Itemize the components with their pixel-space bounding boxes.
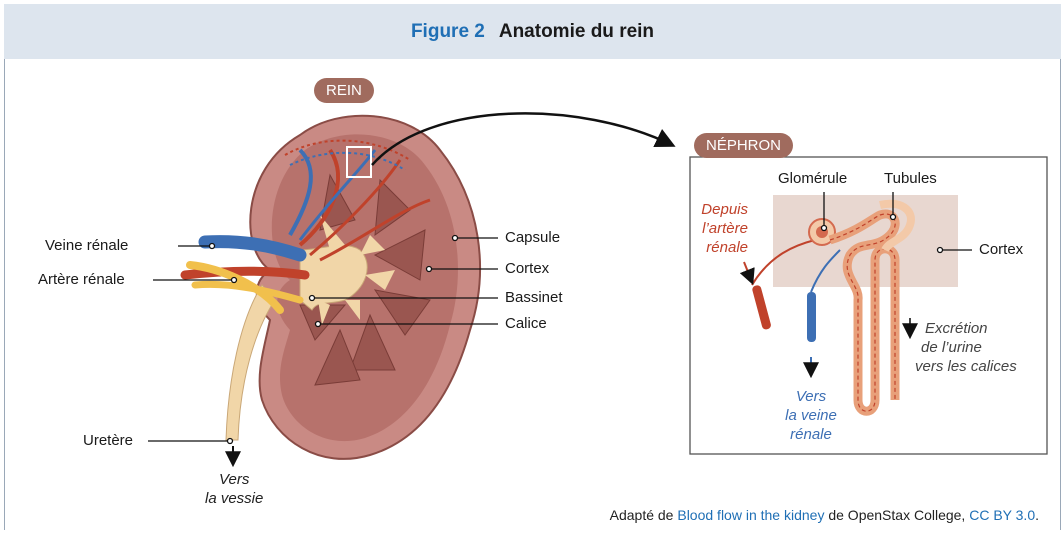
label-capsule: Capsule (505, 229, 560, 246)
label-tubules: Tubules (884, 170, 937, 187)
credit-source-link[interactable]: Blood flow in the kidney (677, 507, 824, 523)
credit-line: Adapté de Blood flow in the kidney de Op… (610, 507, 1039, 523)
to-bladder-label: Vers la vessie (205, 470, 263, 508)
rein-badge: REIN (314, 78, 374, 103)
label-calice: Calice (505, 315, 547, 332)
label-uretere: Uretère (83, 432, 133, 449)
credit-prefix: Adapté de (610, 507, 678, 523)
excretion-label: Excrétion de l’urine vers les calices (915, 319, 1015, 376)
label-veine-renale: Veine rénale (45, 237, 128, 254)
label-nephron-cortex: Cortex (979, 241, 1023, 258)
nephron-badge: NÉPHRON (694, 133, 793, 158)
label-bassinet: Bassinet (505, 289, 563, 306)
label-cortex: Cortex (505, 260, 549, 277)
kidney-illustration (185, 116, 480, 459)
credit-suffix: . (1035, 507, 1039, 523)
credit-license-link[interactable]: CC BY 3.0 (969, 507, 1035, 523)
credit-middle: de OpenStax College, (824, 507, 969, 523)
label-artere-renale: Artère rénale (38, 271, 125, 288)
to-vein-label: Vers la veine rénale (778, 387, 844, 444)
from-artery-label: Depuis l’artère rénale (700, 200, 748, 257)
label-glomerule: Glomérule (778, 170, 847, 187)
